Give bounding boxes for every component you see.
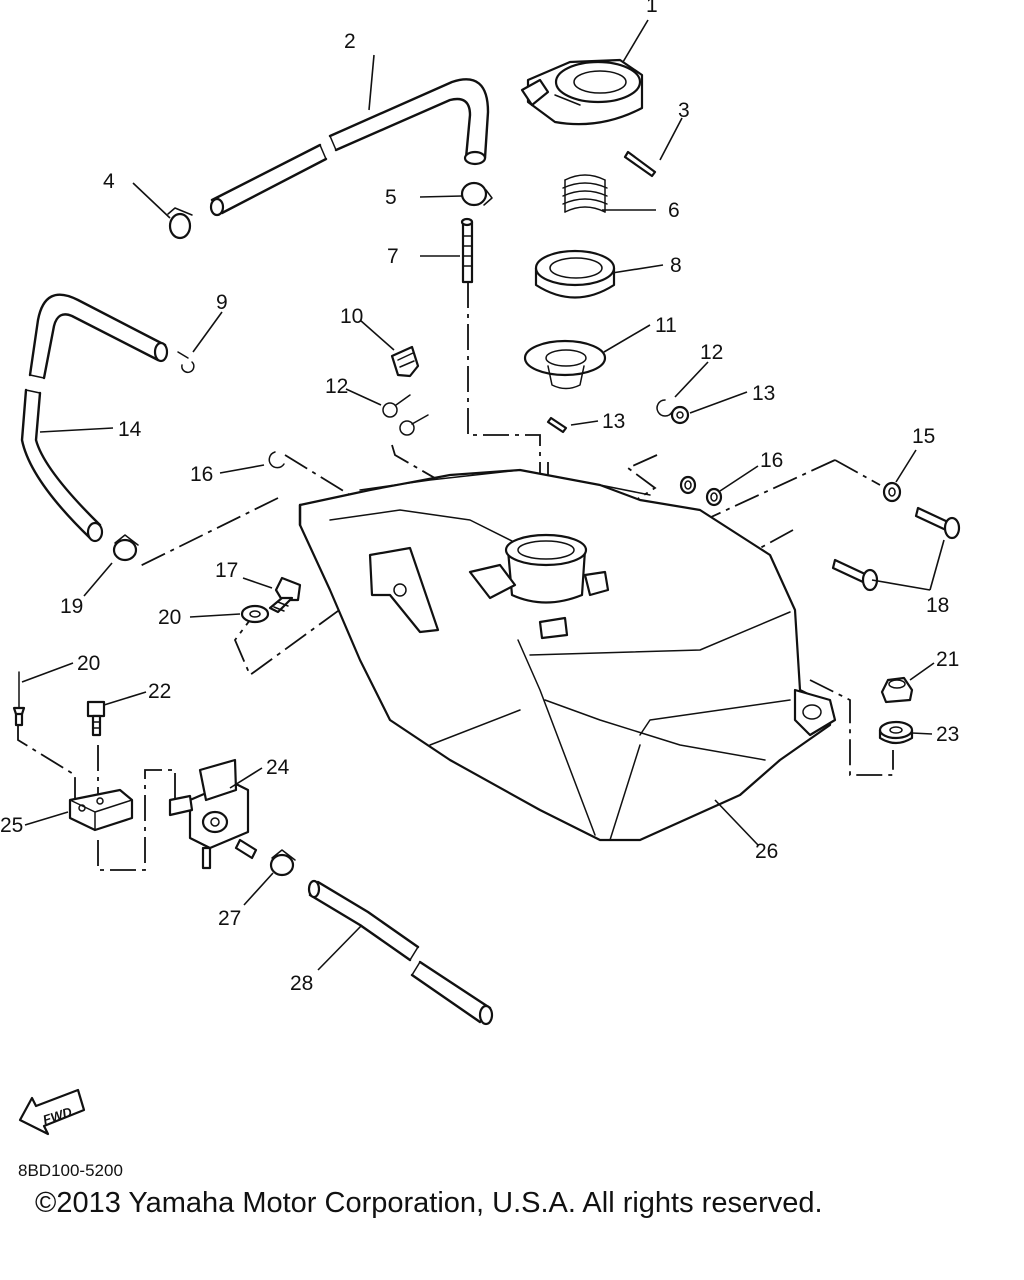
hose-17 [20, 293, 169, 543]
cap-ring [534, 249, 616, 299]
callout-9: 12 [325, 375, 348, 398]
callout-18: 9 [216, 291, 228, 314]
callout-6: 13 [602, 410, 625, 433]
callout-13: 15 [912, 425, 935, 448]
clip-18 [177, 351, 195, 374]
fuel-tank [298, 468, 837, 842]
callout-15: 2 [344, 30, 356, 53]
callout-21: 21 [936, 648, 959, 671]
callout-16: 5 [385, 186, 397, 209]
callout-labels: 1 2 3 4 5 6 7 8 9 10 11 12 12 13 13 14 1… [0, 0, 959, 995]
fuel-cock-22 [168, 758, 258, 870]
copyright-notice: ©2013 Yamaha Motor Corporation, U.S.A. A… [35, 1187, 823, 1219]
bolt-26 [268, 576, 302, 614]
callout-12: 16 [190, 463, 213, 486]
callout-10: 16 [760, 449, 783, 472]
fuel-cap [520, 58, 644, 126]
collars [679, 475, 723, 507]
fwd-arrow-icon: FWD [18, 1088, 86, 1136]
callout-5: 6 [668, 199, 680, 222]
callout-8: 10 [340, 305, 363, 328]
callout-20: 20 [158, 606, 181, 629]
callout-16: 4 [103, 170, 115, 193]
gasket [523, 339, 607, 390]
callout-17: 14 [118, 418, 142, 441]
rivet-28 [12, 671, 26, 727]
hose-15 [209, 78, 490, 217]
nut-21 [880, 676, 914, 704]
spring-clip-9 [382, 394, 429, 436]
callout-14: 7 [387, 245, 399, 268]
callout-2: 1 [646, 0, 658, 17]
callout-25: 27 [218, 907, 241, 930]
clip-8 [390, 345, 420, 378]
callout-24: 28 [290, 972, 313, 995]
spring [562, 174, 608, 213]
fitting-14 [460, 217, 474, 284]
leader-lines [21, 19, 945, 971]
callout-11: 18 [926, 594, 949, 617]
screw-23 [86, 700, 106, 737]
diagram-code: 8BD100-5200 [18, 1161, 123, 1180]
callout-12: 12 [700, 341, 723, 364]
callout-28: 20 [77, 652, 100, 675]
callout-23: 22 [148, 680, 171, 703]
callout-1: 26 [755, 840, 778, 863]
callout-4: 11 [655, 314, 677, 337]
washers-20 [240, 604, 914, 745]
callout-26: 17 [215, 559, 238, 582]
callout-3: 8 [670, 254, 682, 277]
bracket-27 [68, 788, 134, 832]
callout-27: 25 [0, 814, 23, 837]
washers [268, 399, 902, 503]
hose-clamps-16 [167, 181, 493, 240]
callout-22: 24 [266, 756, 290, 779]
pins [546, 150, 657, 434]
callout-13: 13 [752, 382, 775, 405]
hose-24 [307, 879, 494, 1026]
callout-19: 19 [60, 595, 83, 618]
callout-7: 3 [678, 99, 690, 122]
hose-clamps-19-25 [112, 534, 296, 877]
callout-20: 23 [936, 723, 959, 746]
bolts-11 [831, 506, 961, 592]
